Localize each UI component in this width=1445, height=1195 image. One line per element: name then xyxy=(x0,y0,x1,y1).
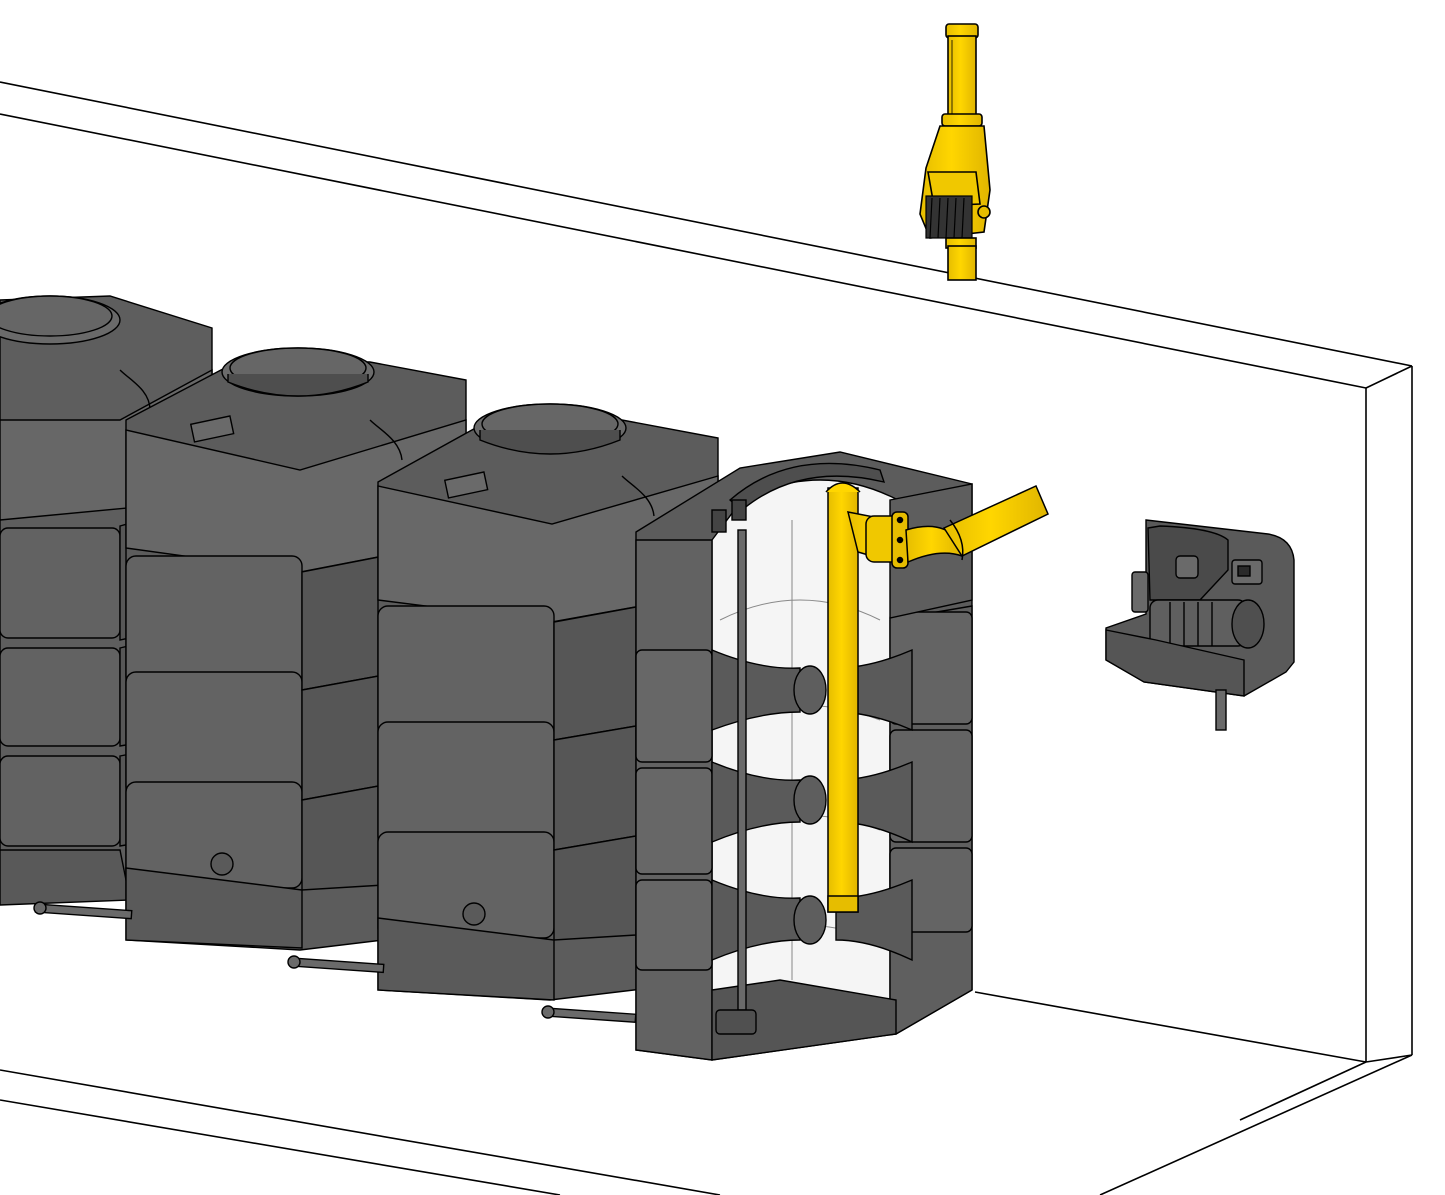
pump-motor-icon xyxy=(1149,599,1265,649)
valve-icon xyxy=(711,499,747,533)
flange-icon xyxy=(891,511,909,569)
pump-unit xyxy=(1105,519,1295,731)
downpipe-filter xyxy=(919,23,991,281)
inlet-pipe xyxy=(825,482,1049,913)
room-outline xyxy=(0,81,1413,1195)
filter-grille-icon xyxy=(925,195,973,239)
